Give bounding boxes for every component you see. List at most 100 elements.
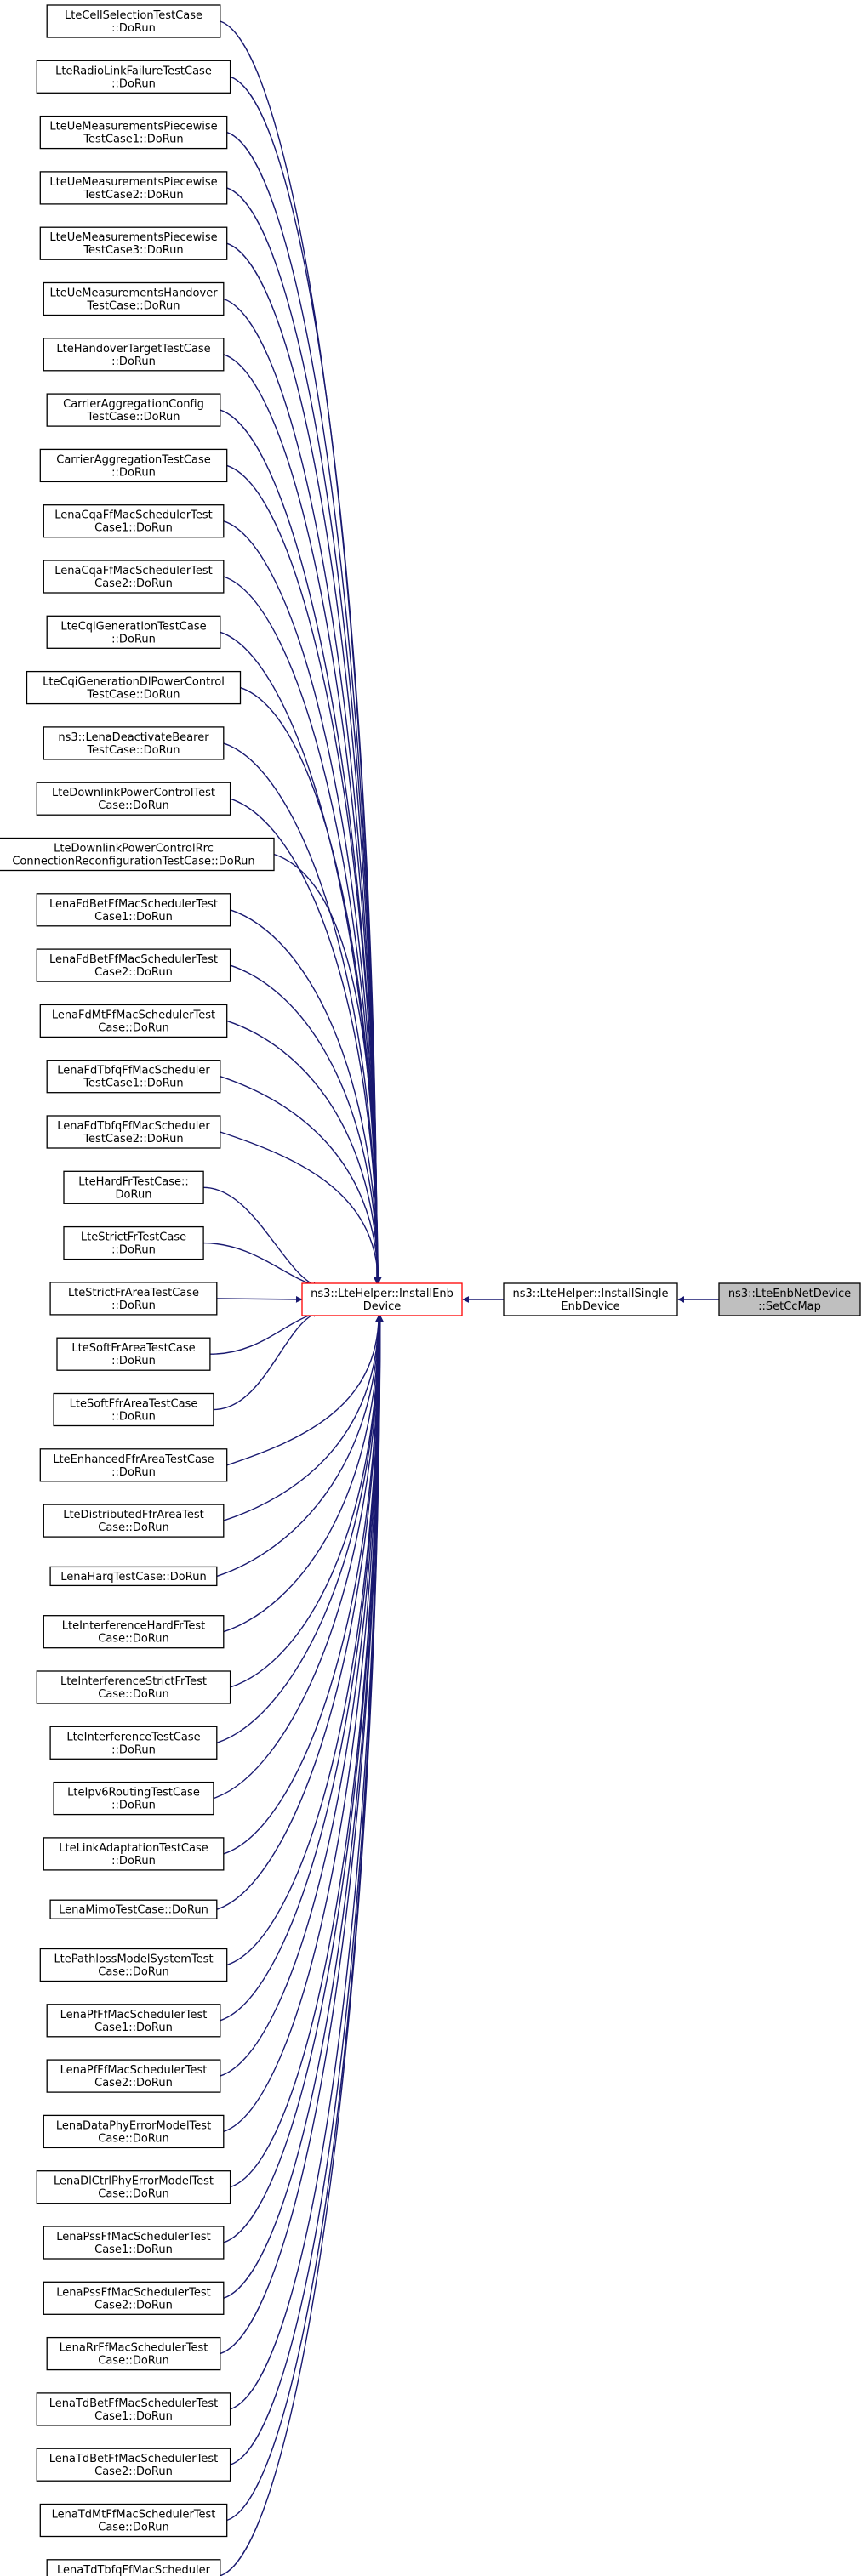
caller-node-ltedownlinkpowercontrolrrc-connectionreconfigurationtestcase-dorun[interactable]: LteDownlinkPowerControlRrcConnectionReco…: [0, 837, 275, 872]
caller-node-ltehandovertargettestcase-dorun[interactable]: LteHandoverTargetTestCase::DoRun: [43, 338, 225, 372]
caller-node-lenatdbetffmacschedulertest-case1-dorun-label-line: LenaTdBetFfMacSchedulerTest: [49, 2397, 219, 2410]
node-install-single-enb-device-label-line: ns3::LteHelper::InstallSingle: [513, 1288, 669, 1300]
caller-node-lenafdbetffmacschedulertest-case2-dorun-box: [36, 948, 231, 982]
node-set-cc-map-label-line: ::SetCcMap: [758, 1300, 821, 1313]
caller-node-lenarrffmacschedulertest-case-dorun-label-line: Case::DoRun: [98, 2355, 168, 2368]
caller-node-carrieraggregationconfig-testcase-dorun-label-line: CarrierAggregationConfig: [63, 398, 204, 411]
caller-node-ltesoftffrareatestcase-dorun[interactable]: LteSoftFfrAreaTestCase::DoRun: [53, 1392, 214, 1427]
caller-node-ltecqigenerationdlpowercontrol-testcase-dorun-label-line: TestCase::DoRun: [86, 689, 180, 702]
caller-node-lteipv6routingtestcase-dorun-label-line: LteIpv6RoutingTestCase: [67, 1787, 200, 1800]
caller-node-lteipv6routingtestcase-dorun[interactable]: LteIpv6RoutingTestCase::DoRun: [53, 1781, 214, 1816]
caller-node-lteipv6routingtestcase-dorun-box: [53, 1781, 214, 1816]
caller-node-ltehardfrtestcase-dorun-label-line: LteHardFrTestCase::: [78, 1175, 189, 1188]
caller-node-ltelinkadaptationtestcase-dorun[interactable]: LteLinkAdaptationTestCase::DoRun: [43, 1837, 225, 1871]
edge-lenadlctrlphyerrormodeltest-case-dorun-to-install-enb-device: [230, 1315, 384, 2188]
caller-node-lteinterferencestrictfrtest-case-dorun-label-line: LteInterferenceStrictFrTest: [60, 1675, 207, 1688]
caller-node-ltestrictfrareatestcase-dorun-label-line: ::DoRun: [111, 1299, 156, 1312]
caller-node-lenadlctrlphyerrormodeltest-case-dorun-label-line: LenaDlCtrlPhyErrorModelTest: [54, 2175, 214, 2188]
edge-lenatdbetffmacschedulertest-case1-dorun-to-install-enb-device: [230, 1315, 384, 2410]
edge-lteuemeasurementshandover-testcase-dorun-to-install-enb-device: [223, 298, 381, 1284]
caller-node-lteuemeasurementshandover-testcase-dorun-label-line: LteUeMeasurementsHandover: [49, 287, 218, 300]
caller-node-lteuemeasurementspiecewise-testcase1-dorun[interactable]: LteUeMeasurementsPiecewiseTestCase1::DoR…: [39, 115, 228, 150]
caller-node-lenaharqtestcase-dorun[interactable]: LenaHarqTestCase::DoRun: [49, 1566, 218, 1587]
caller-node-carrieraggregationconfig-testcase-dorun-label-line: TestCase::DoRun: [86, 411, 180, 424]
caller-node-lteuemeasurementspiecewise-testcase2-dorun[interactable]: LteUeMeasurementsPiecewiseTestCase2::DoR…: [39, 171, 228, 205]
caller-node-carrieraggregationconfig-testcase-dorun-box: [46, 393, 221, 427]
caller-node-ltestrictfrtestcase-dorun[interactable]: LteStrictFrTestCase::DoRun: [63, 1225, 204, 1260]
caller-node-lenaharqtestcase-dorun-box: [49, 1566, 218, 1587]
caller-node-lteenhancedffrareatestcase-dorun[interactable]: LteEnhancedFfrAreaTestCase::DoRun: [39, 1448, 228, 1482]
caller-node-ltestrictfrtestcase-dorun-label-line: LteStrictFrTestCase: [81, 1231, 186, 1244]
caller-node-ltelinkadaptationtestcase-dorun-label-line: LteLinkAdaptationTestCase: [59, 1842, 208, 1855]
node-set-cc-map[interactable]: ns3::LteEnbNetDevice::SetCcMap: [718, 1282, 861, 1316]
caller-node-lenatdtbfqffmacscheduler-testcase1-dorun-label-line: LenaTdTbfqFfMacScheduler: [57, 2564, 211, 2576]
caller-node-ltehandovertargettestcase-dorun-label-line: ::DoRun: [111, 355, 156, 368]
caller-node-lenafdbetffmacschedulertest-case2-dorun-label-line: Case2::DoRun: [94, 966, 173, 979]
caller-node-ltesoftfrareatestcase-dorun[interactable]: LteSoftFrAreaTestCase::DoRun: [56, 1337, 211, 1371]
caller-node-ltecellselectiontestcase-dorun[interactable]: LteCellSelectionTestCase::DoRun: [46, 4, 221, 38]
edge-lenaharqtestcase-dorun-to-install-enb-device: [216, 1315, 383, 1578]
caller-node-ltecqigenerationtestcase-dorun[interactable]: LteCqiGenerationTestCase::DoRun: [46, 615, 221, 649]
caller-node-lteinterferencetestcase-dorun[interactable]: LteInterferenceTestCase::DoRun: [49, 1726, 218, 1760]
caller-node-lenapssffmacschedulertest-case1-dorun-label-line: LenaPssFfMacSchedulerTest: [56, 2231, 210, 2243]
caller-node-lenatdbetffmacschedulertest-case2-dorun-label-line: Case2::DoRun: [94, 2465, 173, 2478]
caller-node-lteuemeasurementspiecewise-testcase2-dorun-label-line: LteUeMeasurementsPiecewise: [49, 176, 217, 189]
call-nodes: LteCellSelectionTestCase::DoRunLteRadioL…: [0, 4, 861, 2576]
caller-node-lteuemeasurementspiecewise-testcase3-dorun[interactable]: LteUeMeasurementsPiecewiseTestCase3::DoR…: [39, 226, 228, 260]
caller-node-lenacqaffmacschedulertest-case2-dorun-label-line: Case2::DoRun: [94, 577, 173, 590]
edge-lenafdbetffmacschedulertest-case2-dorun-to-install-enb-device: [230, 964, 382, 1284]
caller-node-lteenhancedffrareatestcase-dorun-label-line: LteEnhancedFfrAreaTestCase: [53, 1453, 214, 1466]
caller-node-ltedownlinkpowercontroltest-case-dorun-label-line: Case::DoRun: [98, 799, 168, 812]
caller-node-lenadlctrlphyerrormodeltest-case-dorun-box: [36, 2170, 231, 2204]
caller-node-ltehardfrtestcase-dorun-label-line: DoRun: [116, 1188, 152, 1201]
caller-node-lteinterferencestrictfrtest-case-dorun-box: [36, 1670, 231, 1704]
edge-ltesoftfrareatestcase-dorun-to-install-enb-device: [209, 1310, 320, 1355]
caller-node-lenatdtbfqffmacscheduler-testcase1-dorun[interactable]: LenaTdTbfqFfMacSchedulerTestCase1::DoRun: [46, 2559, 221, 2576]
caller-node-lenapssffmacschedulertest-case1-dorun-label-line: Case1::DoRun: [94, 2243, 173, 2256]
caller-node-lenamimotestcase-dorun[interactable]: LenaMimoTestCase::DoRun: [49, 1899, 218, 1919]
caller-node-ltehardfrtestcase-dorun[interactable]: LteHardFrTestCase::DoRun: [63, 1170, 204, 1204]
caller-node-carrieraggregationtestcase-dorun[interactable]: CarrierAggregationTestCase::DoRun: [39, 448, 228, 483]
caller-node-lenacqaffmacschedulertest-case2-dorun-label-line: LenaCqaFfMacSchedulerTest: [54, 565, 213, 577]
caller-node-lenafdtbfqffmacscheduler-testcase2-dorun-label-line: LenaFdTbfqFfMacScheduler: [57, 1120, 210, 1133]
caller-node-ltecqigenerationdlpowercontrol-testcase-dorun[interactable]: LteCqiGenerationDlPowerControlTestCase::…: [26, 670, 242, 705]
caller-node-lteradiolinkfailuretestcase-dorun[interactable]: LteRadioLinkFailureTestCase::DoRun: [36, 60, 231, 94]
caller-node-ltecellselectiontestcase-dorun-label-line: ::DoRun: [111, 22, 156, 35]
caller-node-carrieraggregationtestcase-dorun-label-line: CarrierAggregationTestCase: [56, 453, 210, 466]
edge-lenapfffmacschedulertest-case2-dorun-to-install-enb-device: [220, 1315, 384, 2077]
edge-lenatdtbfqffmacscheduler-testcase1-dorun-to-install-enb-device: [220, 1315, 384, 2576]
edge-lenacqaffmacschedulertest-case1-dorun-to-install-enb-device: [223, 520, 381, 1284]
edge-lenapfffmacschedulertest-case1-dorun-to-install-enb-device: [220, 1315, 384, 2022]
caller-node-lenatdmtffmacschedulertest-case-dorun-label-line: LenaTdMtFfMacSchedulerTest: [52, 2509, 216, 2522]
caller-node-ltestrictfrareatestcase-dorun[interactable]: LteStrictFrAreaTestCase::DoRun: [49, 1282, 218, 1316]
caller-node-lteuemeasurementspiecewise-testcase3-dorun-label-line: TestCase3::DoRun: [83, 244, 183, 257]
